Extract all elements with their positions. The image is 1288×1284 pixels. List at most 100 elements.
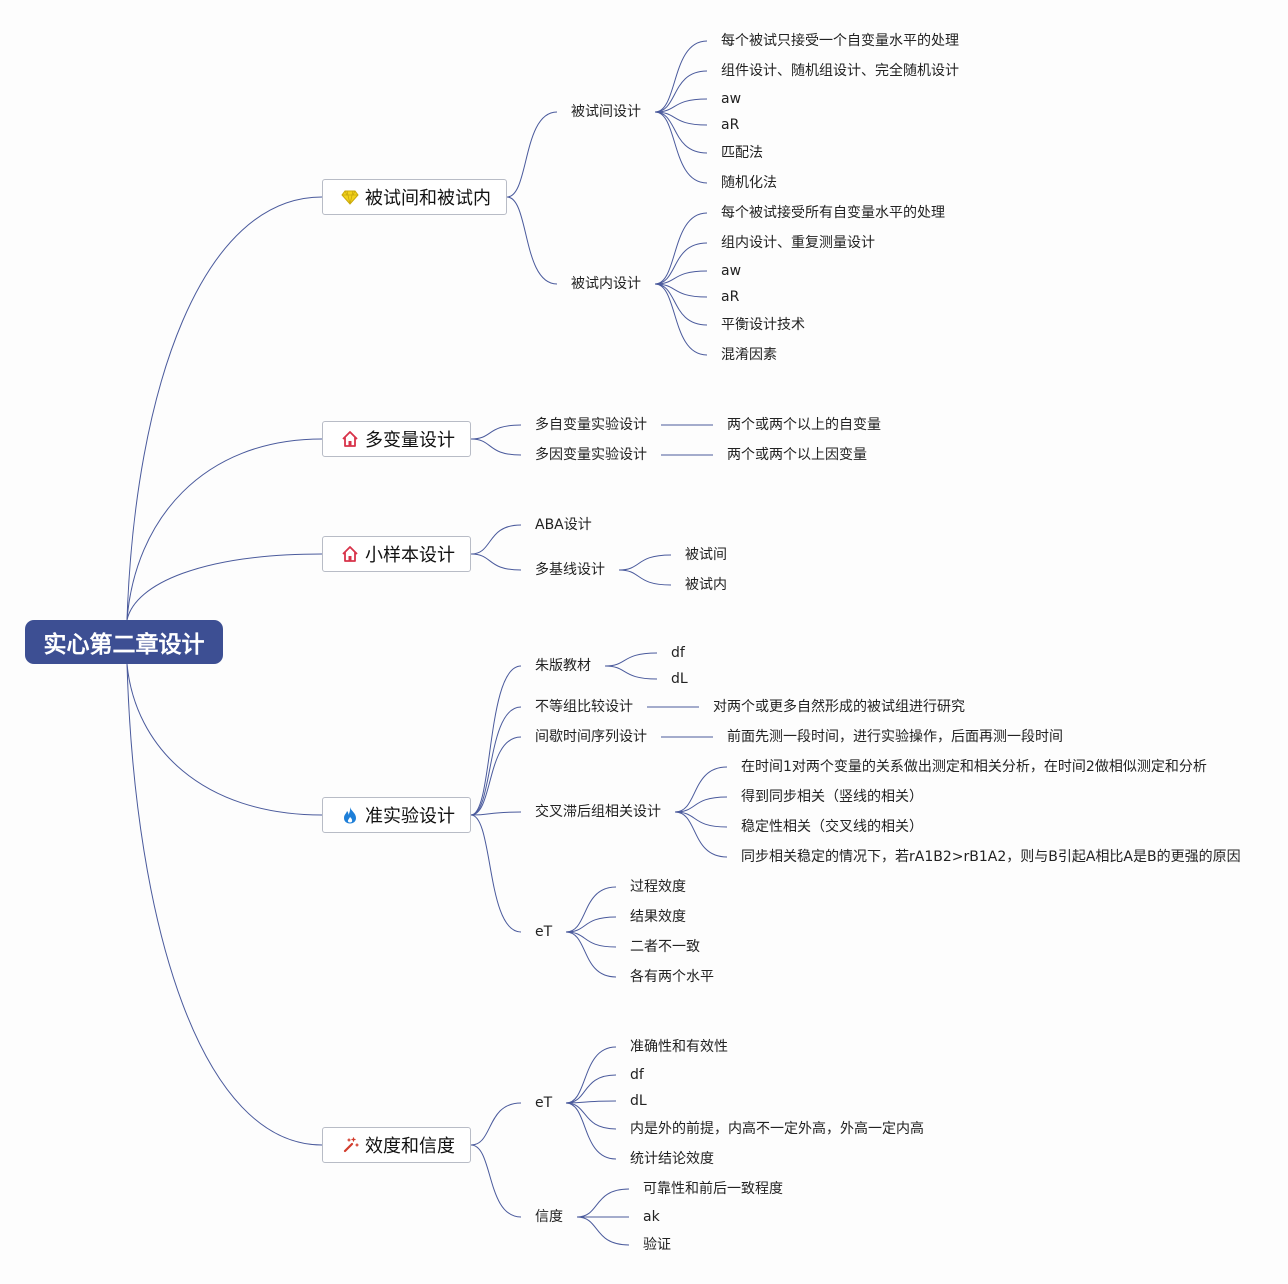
leaf-node[interactable]: 稳定性相关（交叉线的相关） [741,819,923,835]
leaf-connector [565,1074,617,1104]
leaf-node[interactable]: 准确性和有效性 [630,1039,728,1055]
leaf-node[interactable]: 两个或两个以上的自变量 [727,417,881,433]
subbranch-textbook[interactable]: 朱版教材 [535,658,591,674]
leaf-node[interactable]: 被试间 [685,547,727,563]
leaf-node[interactable]: 验证 [643,1237,671,1253]
leaf-node[interactable]: 对两个或更多自然形成的被试组进行研究 [713,699,965,715]
leaf-connector [565,1102,617,1130]
root-connector [126,438,323,621]
leaf-node[interactable]: 匹配法 [721,145,763,161]
leaf-node[interactable]: aR [721,117,740,133]
leaf-node[interactable]: 每个被试只接受一个自变量水平的处理 [721,33,959,49]
leaf-connector [565,931,617,948]
subbranch-multi-iv[interactable]: 多自变量实验设计 [535,417,647,433]
leaf-node[interactable]: 结果效度 [630,909,686,925]
leaf-node[interactable]: aR [721,289,740,305]
branch-connector [470,424,522,440]
leaf-node[interactable]: aw [721,91,742,107]
subbranch-nonequivalent[interactable]: 不等组比较设计 [535,699,633,715]
subbranch-aba[interactable]: ABA设计 [535,517,592,533]
leaf-node[interactable]: 组件设计、随机组设计、完全随机设计 [721,63,959,79]
leaf-node[interactable]: 随机化法 [721,175,777,191]
leaf-node[interactable]: 每个被试接受所有自变量水平的处理 [721,205,945,221]
leaf-node[interactable]: dL [671,671,688,687]
leaf-connector [565,886,617,933]
leaf-connector [654,111,708,184]
leaf-connector [654,40,708,113]
leaf-node[interactable]: 平衡设计技术 [721,317,805,333]
leaf-node[interactable]: ak [643,1209,660,1225]
subbranch-multi-dv[interactable]: 多因变量实验设计 [535,447,647,463]
leaf-node[interactable]: 过程效度 [630,879,686,895]
subbranch-et-validity[interactable]: eT [535,1095,553,1111]
leaf-node[interactable]: 前面先测一段时间，进行实验操作，后面再测一段时间 [727,729,1063,745]
branch-label: 小样本设计 [365,545,455,566]
branch-label: 多变量设计 [365,430,455,451]
leaf-connector [576,1188,630,1218]
leaf-node[interactable]: df [630,1067,644,1083]
house-icon [341,545,359,563]
leaf-connector [654,212,708,285]
subbranch-multiple-baseline[interactable]: 多基线设计 [535,562,605,578]
leaf-node[interactable]: 统计结论效度 [630,1151,714,1167]
leaf-node[interactable]: 内是外的前提，内高不一定外高，外高一定内高 [630,1121,924,1137]
branch-label: 被试间和被试内 [365,188,491,209]
leaf-connector [654,270,708,285]
leaf-connector [576,1216,630,1246]
branch-validity-reliability[interactable]: 效度和信度 [322,1127,471,1163]
branch-quasi-experiment[interactable]: 准实验设计 [322,797,471,833]
leaf-node[interactable]: 在时间1对两个变量的关系做出测定和相关分析，在时间2做相似测定和分析 [741,759,1207,775]
subbranch-interrupted-series[interactable]: 间歇时间序列设计 [535,729,647,745]
leaf-connector [604,665,658,680]
leaf-node[interactable]: 两个或两个以上因变量 [727,447,867,463]
leaf-connector [654,111,708,126]
subbranch-et-quasi[interactable]: eT [535,924,553,940]
subbranch-reliability[interactable]: 信度 [535,1209,563,1225]
leaf-connector [604,652,658,667]
branch-connector [506,196,558,285]
branch-connector [470,553,522,571]
leaf-node[interactable]: aw [721,263,742,279]
branch-connector [506,111,558,198]
leaf-connector [565,931,617,978]
branch-connector [470,524,522,555]
root-connector [126,553,323,621]
branch-small-sample[interactable]: 小样本设计 [322,536,471,572]
leaf-connector [674,811,728,858]
leaf-connector [674,796,728,813]
subbranch-cross-lagged[interactable]: 交叉滞后组相关设计 [535,804,661,820]
wand-icon [341,1136,359,1154]
root-connector [126,663,323,816]
subbranch-between-subjects[interactable]: 被试间设计 [571,104,641,120]
leaf-node[interactable]: 可靠性和前后一致程度 [643,1181,783,1197]
house-icon [341,430,359,448]
leaf-node[interactable]: 组内设计、重复测量设计 [721,235,875,251]
diamond-icon [341,188,359,206]
branch-connector [470,1144,522,1218]
root-node[interactable]: 实心第二章设计 [25,620,223,664]
leaf-connector [565,1102,617,1160]
leaf-node[interactable]: 各有两个水平 [630,969,714,985]
leaf-connector [654,242,708,285]
branch-connector [470,814,522,933]
leaf-connector [618,554,672,571]
branch-between-within[interactable]: 被试间和被试内 [322,179,507,215]
leaf-connector [618,569,672,586]
leaf-connector [654,111,708,154]
leaf-connector [654,283,708,356]
leaf-connector [654,70,708,113]
leaf-node[interactable]: 被试内 [685,577,727,593]
flame-icon [341,806,359,824]
subbranch-within-subjects[interactable]: 被试内设计 [571,276,641,292]
leaf-node[interactable]: 二者不一致 [630,939,700,955]
leaf-node[interactable]: df [671,645,685,661]
leaf-connector [674,766,728,813]
leaf-node[interactable]: dL [630,1093,647,1109]
leaf-node[interactable]: 同步相关稳定的情况下，若rA1B2>rB1A2，则与B引起A相比A是B的更强的原… [741,849,1241,865]
branch-multivariate[interactable]: 多变量设计 [322,421,471,457]
branch-connector [470,1102,522,1146]
branch-connector [470,438,522,456]
leaf-node[interactable]: 混淆因素 [721,347,777,363]
branch-label: 效度和信度 [365,1136,455,1157]
leaf-node[interactable]: 得到同步相关（竖线的相关） [741,789,923,805]
